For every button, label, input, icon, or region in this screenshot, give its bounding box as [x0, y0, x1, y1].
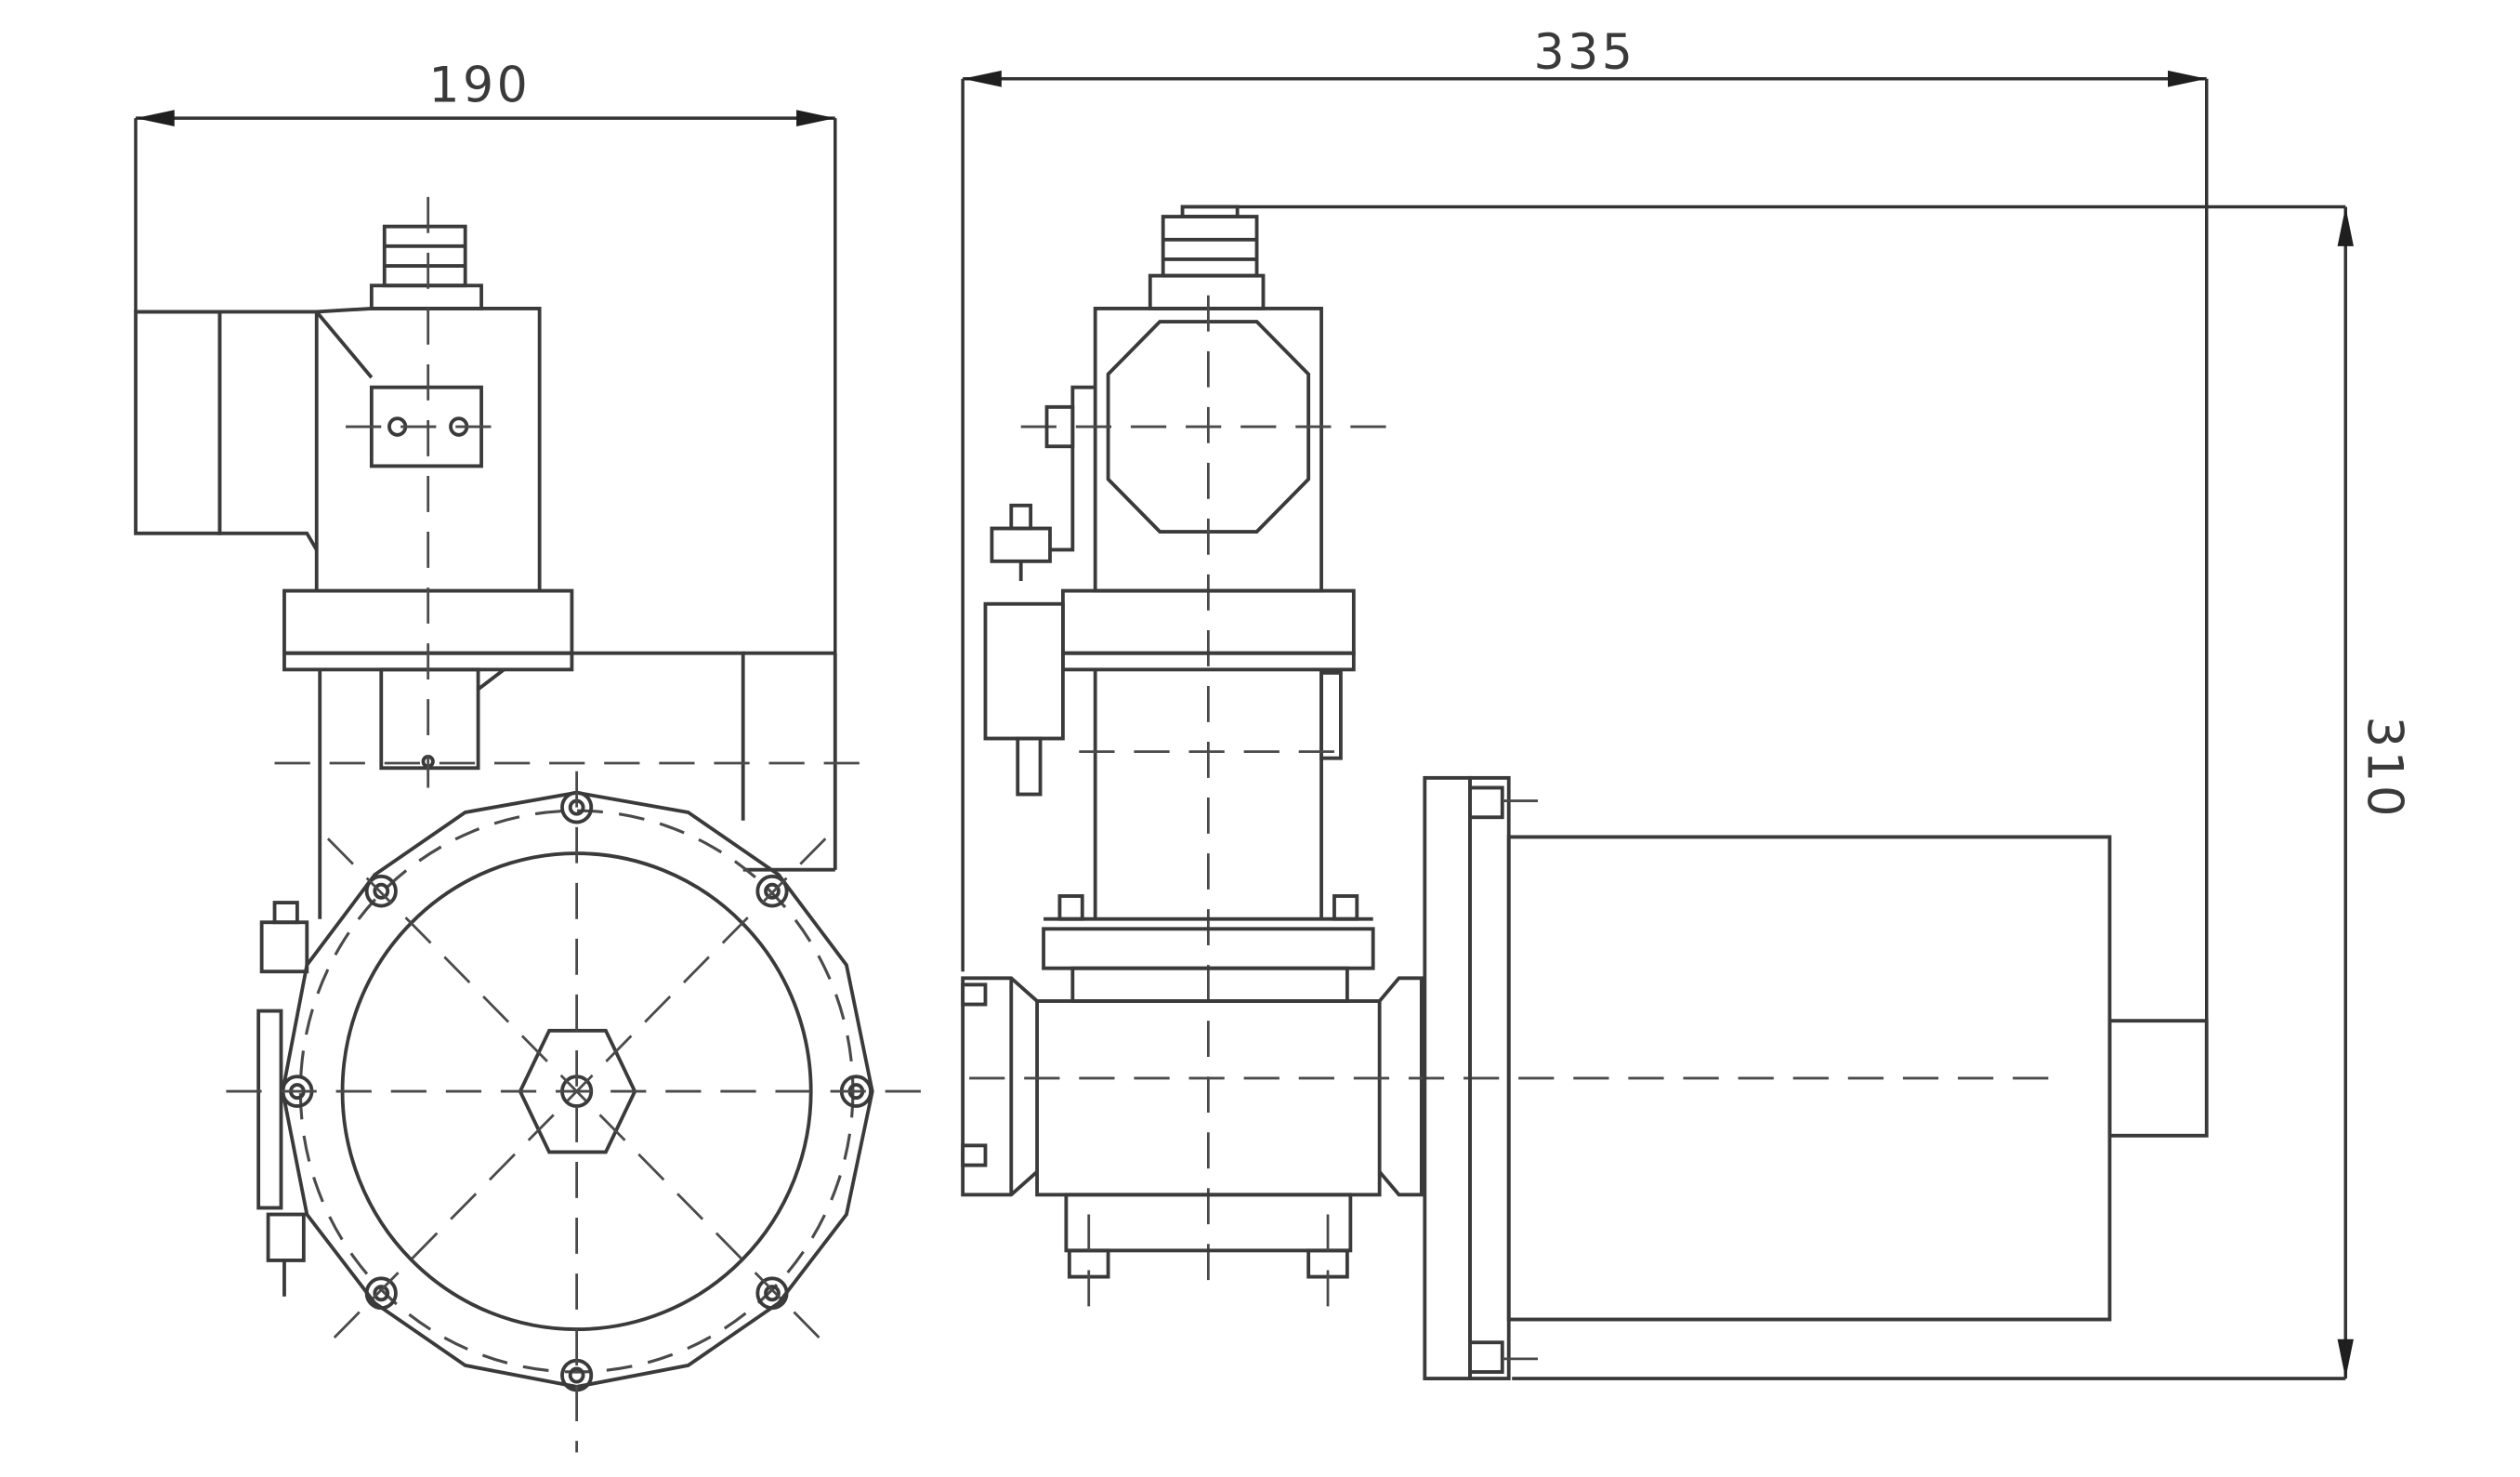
front-view	[134, 196, 929, 1453]
dimension-190-label: 190	[428, 57, 531, 113]
dimension-310-label: 310	[2356, 716, 2413, 820]
dimension-335-label: 335	[1533, 24, 1635, 81]
dimension-335: 335	[961, 24, 2209, 1136]
dimension-190: 190	[134, 57, 837, 870]
dimension-310: 310	[1235, 204, 2413, 1380]
side-view	[961, 204, 2209, 1381]
